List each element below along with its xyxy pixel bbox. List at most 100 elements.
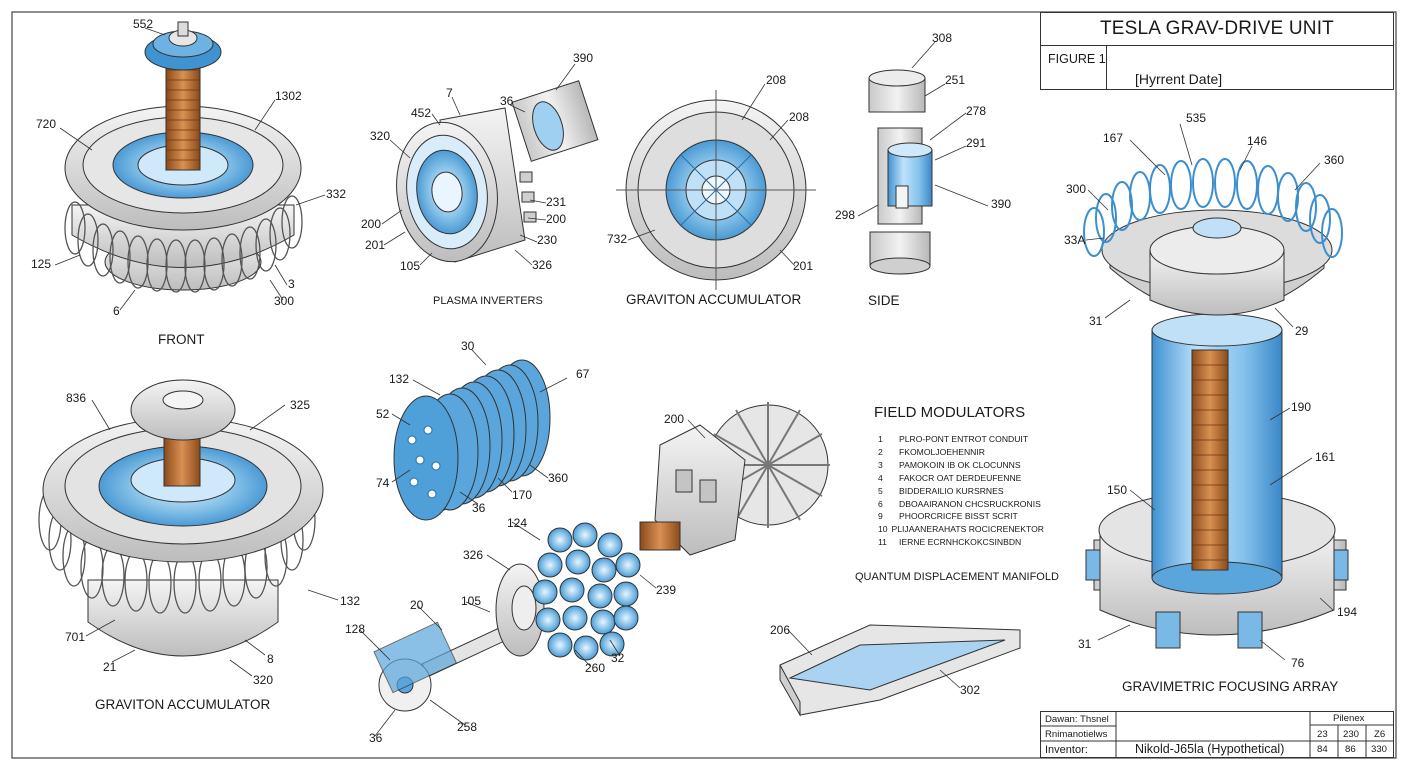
caption-front: FRONT — [158, 332, 205, 347]
ref-side-5: 390 — [991, 197, 1011, 211]
gravimetric-coil-ring — [1083, 158, 1343, 258]
leader-lines — [54, 27, 1334, 737]
ref-grav-6: 31 — [1089, 314, 1103, 328]
ref-grav-5: 33A — [1064, 233, 1085, 247]
ref-stack-2: 67 — [576, 367, 590, 381]
info-r1-c3: Z6 — [1374, 729, 1386, 740]
ref-stack-0: 30 — [461, 339, 475, 353]
ref-grav-1: 167 — [1103, 131, 1123, 145]
ref-manifold-0: 200 — [664, 412, 684, 426]
manifold-plate-illustration — [779, 624, 1021, 717]
ref-graviton-bottom-5: 21 — [103, 660, 117, 674]
ref-graviton-top-2: 732 — [607, 232, 627, 246]
ref-graviton-top-0: 208 — [766, 73, 786, 87]
ref-stack-4: 74 — [376, 476, 390, 490]
gravimetric-copper-coil — [1191, 349, 1229, 571]
legend-item: 11 IERNE ECRNHCKOKCSINBDN — [874, 536, 1044, 549]
caption-quantum-displacement-manifold: QUANTUM DISPLACEMENT MANIFOLD — [855, 571, 1059, 583]
front-coil-ring — [64, 195, 303, 293]
ref-plasma-5: 200 — [361, 217, 381, 231]
ref-grav-9: 161 — [1315, 450, 1335, 464]
ref-plasma-0: 7 — [446, 86, 453, 100]
ref-side-3: 291 — [966, 136, 986, 150]
ref-manifold-6: 128 — [345, 622, 365, 636]
ref-front-6: 300 — [274, 294, 294, 308]
ref-manifold-7: 260 — [585, 661, 605, 675]
graviton-accumulator-top-illustration — [616, 90, 816, 290]
ref-grav-11: 31 — [1078, 637, 1092, 651]
info-r1-c2: 230 — [1343, 729, 1360, 740]
ref-graviton-bottom-6: 320 — [253, 673, 273, 687]
ref-graviton-bottom-0: 836 — [66, 391, 86, 405]
ref-stack-3: 52 — [376, 407, 390, 421]
drawn-by: Dawan: Thsnel — [1045, 714, 1109, 725]
ref-manifold-3: 239 — [656, 583, 676, 597]
side-view-illustration — [868, 69, 933, 275]
reference-numbers: 552 1302 720 332 125 3 300 6 7 452 36 39… — [31, 17, 1357, 745]
ref-grav-13: 76 — [1291, 656, 1305, 670]
legend-item-text: PHOORCRICFE BISST SCRIT — [899, 511, 1018, 522]
ref-manifold-9: 36 — [369, 731, 383, 745]
ref-front-5: 3 — [288, 277, 295, 291]
ref-graviton-bottom-1: 325 — [290, 398, 310, 412]
ref-front-0: 552 — [133, 17, 153, 31]
caption-graviton-accumulator-bottom: GRAVITON ACCUMULATOR — [95, 697, 271, 712]
info-r2-c1: 84 — [1317, 744, 1328, 755]
legend-heading: FIELD MODULATORS — [874, 404, 1026, 421]
legend-item-number: 10 — [878, 524, 888, 535]
legend-item-number: 11 — [878, 537, 887, 548]
legend-item-number: 9 — [878, 511, 883, 522]
caption-side: SIDE — [868, 293, 900, 308]
legend-item-text: FKOMOLJOEHENNIR — [899, 446, 985, 457]
ref-plasma-2: 36 — [500, 94, 514, 108]
legend-item: 9 PHOORCRICFE BISST SCRIT — [874, 510, 1044, 523]
ref-manifold-1: 124 — [507, 516, 527, 530]
legend-item-text: PLIJAANERAHATS ROCICRENEKTOR — [891, 524, 1045, 535]
legend-item-text: PLRO-PONT ENTROT CONDUIT — [899, 434, 1029, 444]
field-modulator-stack-illustration — [393, 359, 551, 521]
ref-grav-4: 300 — [1066, 182, 1086, 196]
drawing-title: TESLA GRAV-DRIVE UNIT — [1041, 13, 1393, 46]
ref-manifold-2: 326 — [463, 548, 483, 562]
inventor-label: Inventor: — [1045, 744, 1088, 756]
ref-front-4: 125 — [31, 257, 51, 271]
legend-item-text: PAMOKOIN IB OK CLOCUNNS — [899, 459, 1021, 470]
rotor-fan-illustration — [639, 402, 830, 556]
legend-item-number: 4 — [878, 472, 883, 483]
legend-item-number: 6 — [878, 498, 883, 509]
ref-manifold-5: 105 — [461, 594, 481, 608]
info-header: Pilenex — [1333, 713, 1365, 724]
front-view-illustration — [64, 21, 303, 293]
ref-grav-3: 360 — [1324, 153, 1344, 167]
caption-gravimetric-focusing-array: GRAVIMETRIC FOCUSING ARRAY — [1122, 679, 1339, 694]
ref-plasma-7: 105 — [400, 259, 420, 273]
info-r2-c3: 330 — [1371, 744, 1388, 755]
legend-item-text: IERNE ECRNHCKOKCSINBDN — [899, 537, 1022, 548]
legend-item-number: 5 — [878, 485, 883, 496]
ref-grav-0: 535 — [1186, 111, 1206, 125]
caption-graviton-accumulator-top: GRAVITON ACCUMULATOR — [626, 292, 802, 307]
ref-front-7: 6 — [113, 304, 120, 318]
plasma-inverters-illustration — [396, 80, 599, 263]
title-block: TESLA GRAV-DRIVE UNIT FIGURE 1 [Hyrrent … — [1040, 12, 1394, 90]
legend-item-text: DBOAAIRANON CHCSRUCKRONIS — [899, 498, 1041, 509]
info-block-grid — [1040, 711, 1394, 758]
ref-graviton-bottom-4: 8 — [267, 652, 274, 666]
drawing-date: [Hyrrent Date] — [1135, 71, 1223, 87]
ref-manifold-10: 258 — [457, 720, 477, 734]
ref-plate-0: 206 — [770, 623, 790, 637]
figure-number: FIGURE 1 — [1041, 46, 1107, 89]
drawing-info-block: Dawan: Thsnel Rnimanotielws Inventor: Ni… — [1040, 711, 1394, 758]
info-r1-c1: 23 — [1317, 729, 1328, 740]
ref-front-2: 720 — [36, 117, 56, 131]
ref-grav-12: 194 — [1337, 605, 1357, 619]
ref-front-1: 1302 — [275, 89, 302, 103]
ref-grav-2: 146 — [1247, 134, 1267, 148]
